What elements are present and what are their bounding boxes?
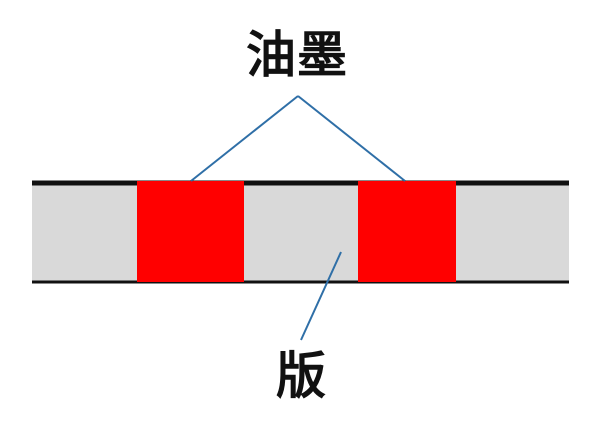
ink-area-left <box>137 181 244 282</box>
ink-leader-left <box>190 95 299 182</box>
plate-base <box>32 183 569 282</box>
plate-label: 版 <box>276 347 326 405</box>
ink-label: 油墨 <box>246 26 348 84</box>
plate-leader <box>300 251 342 341</box>
ink-leader-right <box>297 95 406 182</box>
ink-area-right <box>358 181 456 282</box>
